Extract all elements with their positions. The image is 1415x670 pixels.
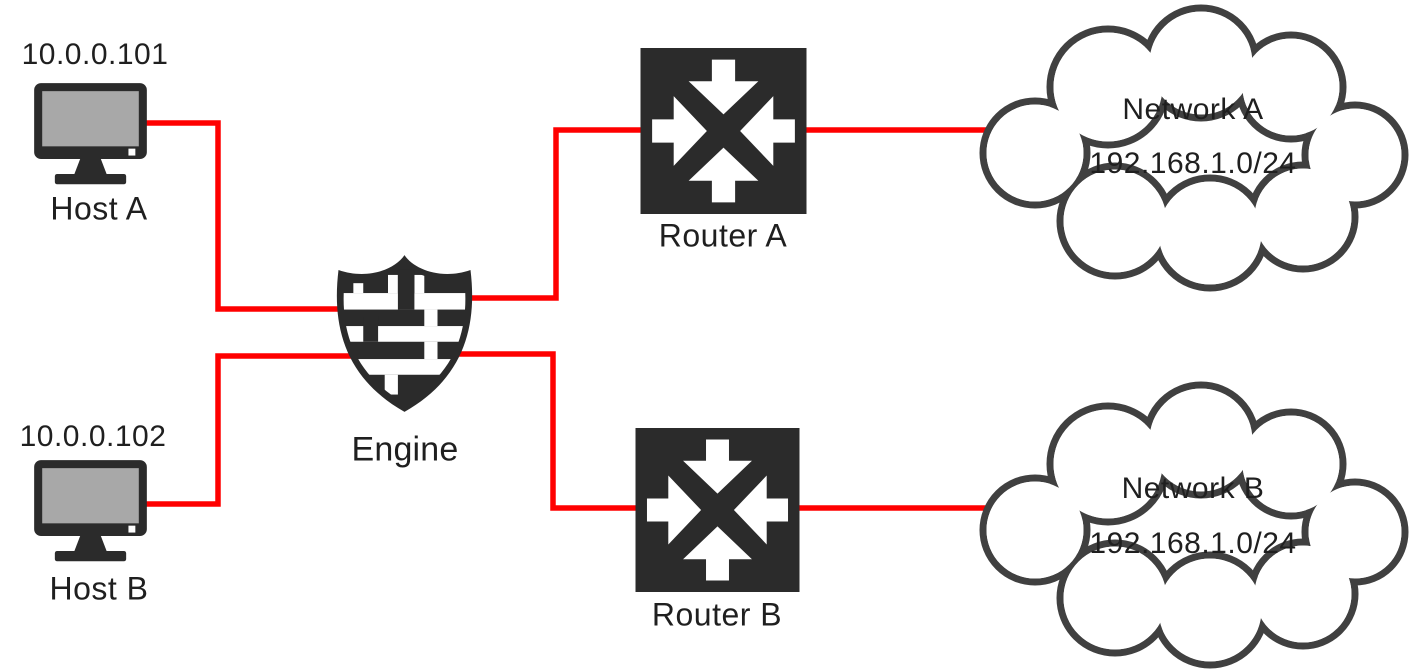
cloud-icon: [979, 4, 1409, 292]
monitor-icon: [34, 83, 147, 185]
link-hosta-engine: [141, 120, 362, 312]
host-b-ip: 10.0.0.102: [19, 420, 167, 453]
network-a-cidr: 192.168.1.0/24: [1089, 147, 1297, 180]
host-a-label: Host A: [50, 190, 148, 227]
router-b-label: Router B: [651, 596, 783, 633]
host-a-ip: 10.0.0.101: [21, 38, 169, 71]
monitor-icon: [34, 460, 147, 562]
network-b-label: Network B: [1121, 472, 1265, 505]
host-b-label: Host B: [49, 570, 149, 607]
link-engine-routera: [440, 127, 655, 301]
link-engine-routerb: [440, 351, 650, 511]
router-a-label: Router A: [658, 217, 788, 254]
network-b-cidr: 192.168.1.0/24: [1089, 527, 1297, 560]
engine-label: Engine: [351, 430, 459, 469]
router-icon: [635, 428, 800, 592]
router-icon: [640, 48, 807, 214]
network-a-label: Network A: [1122, 93, 1264, 126]
link-hostb-engine: [141, 353, 362, 507]
cloud-icon: [979, 381, 1409, 669]
firewall-shield-icon: [336, 255, 473, 412]
